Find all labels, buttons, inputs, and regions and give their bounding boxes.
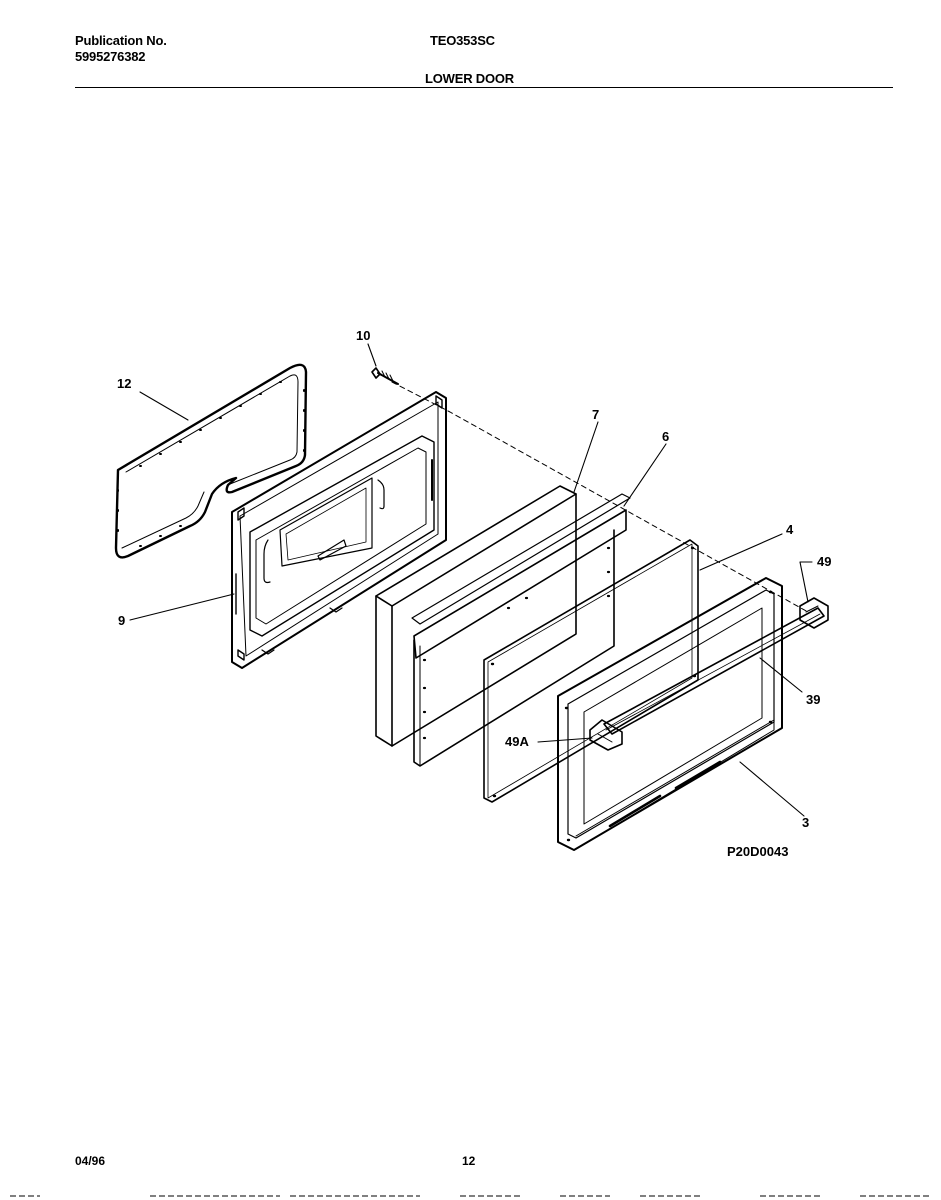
part-49-end-cap — [799, 597, 829, 629]
part-3-outer-frame — [557, 577, 783, 851]
callout-3: 3 — [802, 815, 809, 830]
section-title: LOWER DOOR — [425, 71, 514, 86]
callout-10: 10 — [356, 328, 370, 343]
leader-3 — [739, 761, 805, 817]
leader-4 — [699, 533, 783, 571]
publication-label: Publication No. — [75, 33, 167, 48]
part-10-screw — [371, 367, 399, 385]
page-number: 12 — [462, 1154, 476, 1168]
leader-10 — [367, 343, 377, 367]
leader-49 — [799, 561, 813, 603]
header-rule — [75, 87, 893, 88]
figure-id: P20D0043 — [727, 844, 788, 859]
revision-date: 04/96 — [75, 1154, 106, 1168]
model-number: TEO353SC — [430, 33, 495, 48]
part-12-gasket — [114, 363, 308, 559]
leader-9 — [129, 593, 235, 621]
publication-number: 5995276382 — [75, 49, 146, 64]
callout-49a: 49A — [505, 734, 529, 749]
leader-lines — [129, 343, 813, 817]
part-6-inner-panel — [411, 493, 631, 767]
part-7-insulation — [375, 485, 577, 747]
leader-49a — [537, 737, 593, 743]
callout-9: 9 — [118, 613, 125, 628]
part-9-door-liner — [231, 391, 447, 669]
scan-edge-artifact — [10, 1195, 930, 1197]
callout-6: 6 — [662, 429, 669, 444]
callout-49: 49 — [817, 554, 831, 569]
assembly-axis — [391, 381, 809, 613]
leader-7 — [573, 421, 599, 493]
callout-12: 12 — [117, 376, 131, 391]
callout-4: 4 — [786, 522, 794, 537]
leader-6 — [623, 443, 667, 507]
leader-12 — [139, 391, 189, 421]
callout-39: 39 — [806, 692, 820, 707]
callout-7: 7 — [592, 407, 599, 422]
part-39-handle — [603, 607, 825, 735]
part-49a-end-cap — [589, 719, 623, 751]
leader-39 — [759, 657, 803, 693]
